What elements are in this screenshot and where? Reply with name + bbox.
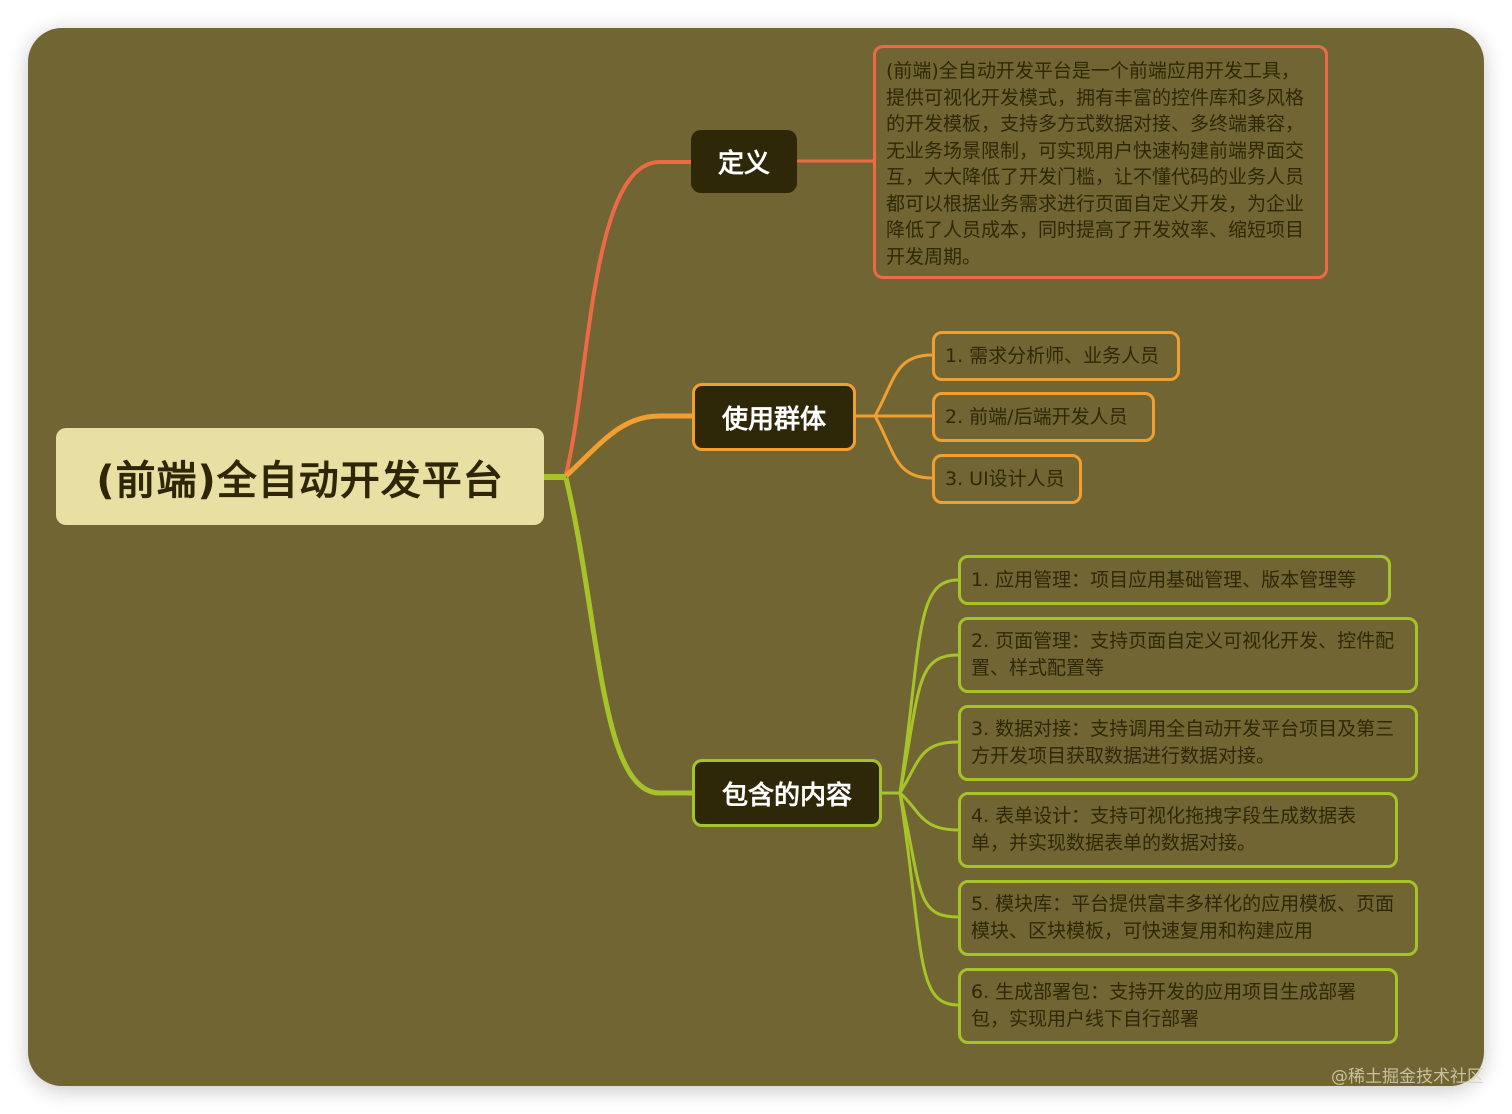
watermark: @稀土掘金技术社区 (1331, 1067, 1484, 1087)
content-item-label: 5. 模块库：平台提供富丰多样化的应用模板、页面模块、区块模板，可快速复用和构建… (971, 893, 1395, 942)
branch-users-label: 使用群体 (721, 404, 826, 435)
content-item-1[interactable]: 1. 应用管理：项目应用基础管理、版本管理等 (958, 555, 1391, 605)
root-node[interactable]: (前端)全自动开发平台 (56, 428, 544, 525)
users-item-label: 2. 前端/后端开发人员 (945, 405, 1128, 428)
definition-description[interactable]: (前端)全自动开发平台是一个前端应用开发工具，提供可视化开发模式，拥有丰富的控件… (873, 45, 1328, 279)
users-item-2[interactable]: 2. 前端/后端开发人员 (932, 392, 1155, 442)
users-item-1[interactable]: 1. 需求分析师、业务人员 (932, 331, 1180, 381)
branch-content[interactable]: 包含的内容 (692, 759, 882, 827)
content-item-label: 1. 应用管理：项目应用基础管理、版本管理等 (971, 568, 1357, 591)
branch-users[interactable]: 使用群体 (692, 383, 856, 451)
content-item-label: 4. 表单设计：支持可视化拖拽字段生成数据表单，并实现数据表单的数据对接。 (971, 805, 1357, 854)
branch-definition[interactable]: 定义 (691, 130, 797, 193)
content-item-2[interactable]: 2. 页面管理：支持页面自定义可视化开发、控件配置、样式配置等 (958, 617, 1418, 693)
root-label: (前端)全自动开发平台 (96, 457, 504, 504)
content-item-6[interactable]: 6. 生成部署包：支持开发的应用项目生成部署包，实现用户线下自行部署 (958, 968, 1398, 1044)
branch-definition-label: 定义 (717, 149, 770, 179)
content-item-label: 3. 数据对接：支持调用全自动开发平台项目及第三方开发项目获取数据进行数据对接。 (971, 718, 1395, 767)
content-item-label: 2. 页面管理：支持页面自定义可视化开发、控件配置、样式配置等 (971, 630, 1395, 679)
content-item-label: 6. 生成部署包：支持开发的应用项目生成部署包，实现用户线下自行部署 (971, 981, 1357, 1030)
content-item-3[interactable]: 3. 数据对接：支持调用全自动开发平台项目及第三方开发项目获取数据进行数据对接。 (958, 705, 1418, 781)
users-item-3[interactable]: 3. UI设计人员 (932, 454, 1082, 504)
branch-content-label: 包含的内容 (721, 780, 852, 811)
content-item-4[interactable]: 4. 表单设计：支持可视化拖拽字段生成数据表单，并实现数据表单的数据对接。 (958, 792, 1398, 868)
users-item-label: 3. UI设计人员 (945, 467, 1065, 490)
definition-text: (前端)全自动开发平台是一个前端应用开发工具，提供可视化开发模式，拥有丰富的控件… (886, 60, 1305, 268)
content-item-5[interactable]: 5. 模块库：平台提供富丰多样化的应用模板、页面模块、区块模板，可快速复用和构建… (958, 880, 1418, 956)
users-item-label: 1. 需求分析师、业务人员 (945, 344, 1160, 367)
